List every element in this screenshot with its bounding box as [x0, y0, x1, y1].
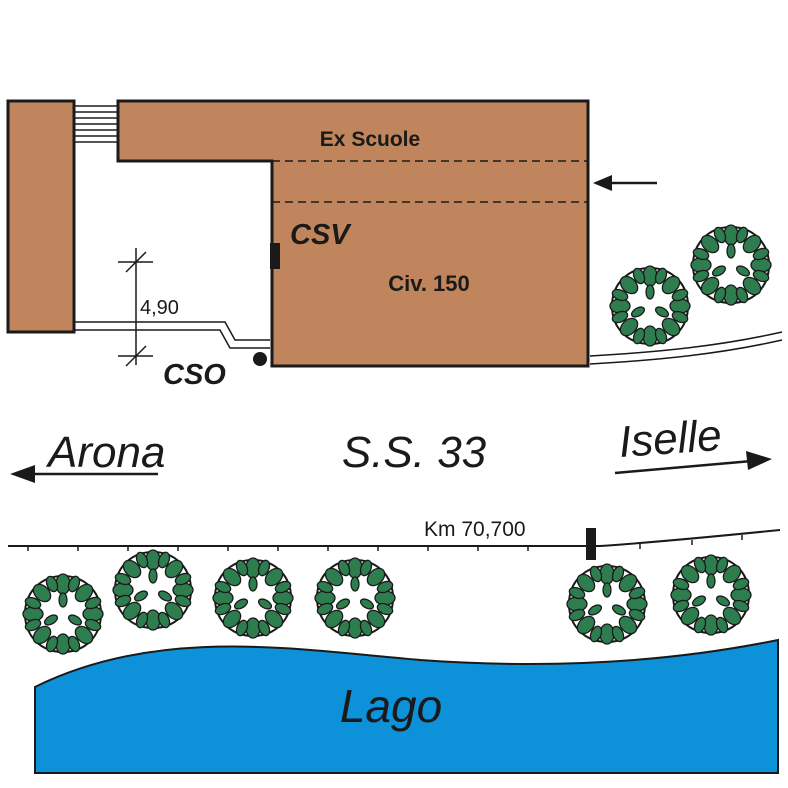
arrow-left-icon — [10, 465, 158, 483]
cso-label: CSO — [163, 359, 226, 391]
road-edge — [8, 529, 781, 547]
cso-dot-icon — [253, 352, 267, 366]
civic-number: Civ. 150 — [388, 271, 470, 296]
tree-icon — [22, 573, 105, 655]
direction-right-label: Iselle — [617, 411, 723, 467]
kilometer-label: Km 70,700 — [424, 518, 526, 541]
tree-icon — [690, 224, 772, 306]
north-arrow-icon — [593, 175, 657, 191]
direction-left-label: Arona — [45, 428, 165, 477]
left-building — [6, 99, 76, 334]
stairs — [73, 101, 119, 332]
road-edge-ticks — [27, 535, 743, 551]
path-left — [74, 321, 270, 341]
tree-icon — [609, 265, 691, 347]
path-right-2 — [589, 339, 783, 365]
tree-icon — [112, 549, 194, 631]
arrow-right-icon — [614, 451, 772, 475]
km-post-icon — [586, 528, 596, 560]
tree-icon — [212, 557, 294, 639]
tree-icon — [314, 557, 396, 639]
tree-icon — [566, 563, 648, 645]
dimension-line — [118, 248, 153, 367]
lake-label: Lago — [340, 680, 442, 732]
road-name: S.S. 33 — [342, 428, 487, 477]
dimension-label: 4,90 — [140, 297, 179, 319]
path-right — [589, 331, 783, 357]
lake-area — [34, 638, 779, 774]
tree-icon — [670, 554, 752, 636]
csv-marker-icon — [270, 243, 280, 269]
building-name: Ex Scuole — [320, 128, 420, 151]
path-left-2 — [74, 329, 270, 349]
csv-label: CSV — [290, 219, 352, 251]
